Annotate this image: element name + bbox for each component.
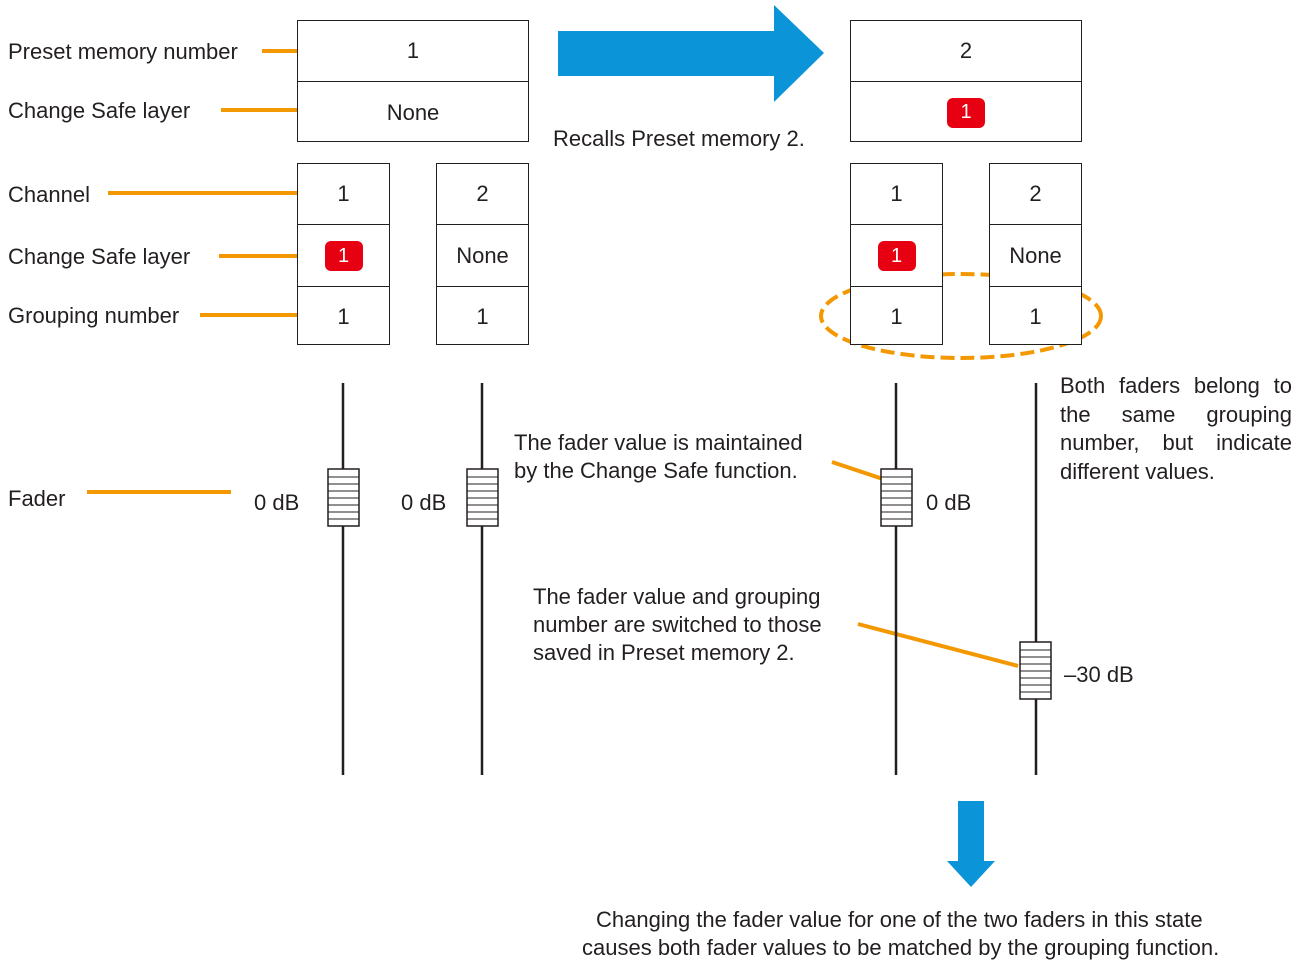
channel-change-safe: None [990, 224, 1081, 287]
preset-number-before: 1 [406, 38, 420, 63]
bottom-note-1: Changing the fader value for one of the … [596, 907, 1203, 932]
fader-value-before-2: 0 dB [401, 490, 447, 515]
label-grouping-number: Grouping number [8, 303, 180, 328]
channel-number: 2 [476, 181, 489, 206]
preset-change-safe-before: None [298, 81, 528, 143]
down-arrow-icon [947, 801, 995, 887]
note-switched-1: The fader value and grouping [533, 584, 821, 609]
preset-number-after: 2 [959, 38, 973, 63]
channel-grouping: 1 [851, 286, 942, 346]
channel-column-before-1: 1 1 1 [297, 163, 390, 345]
note-maintained-2: by the Change Safe function. [514, 458, 798, 483]
fader-value-after-2: –30 dB [1064, 662, 1134, 687]
label-channel: Channel [8, 182, 90, 207]
label-fader: Fader [8, 486, 66, 511]
channel-number: 2 [1029, 181, 1042, 206]
bottom-note-2: causes both fader values to be matched b… [582, 935, 1220, 960]
channel-column-after-1: 1 1 1 [850, 163, 943, 345]
change-safe-badge: 1 [947, 97, 985, 128]
channel-grouping: 1 [298, 286, 389, 346]
fader-knob-before-2 [466, 468, 499, 527]
channel-change-safe: 1 [851, 224, 942, 287]
note-both-1: Both faders belong to [1060, 373, 1292, 398]
note-both-3: number, but indicate [1060, 430, 1292, 455]
preset-box-after: 2 1 [850, 20, 1082, 142]
note-both-4: different values. [1060, 458, 1215, 484]
change-safe-badge: 1 [324, 241, 363, 271]
channel-number: 1 [337, 181, 350, 206]
note-both-faders: Both faders belong to the same grouping … [1060, 372, 1292, 486]
channel-grouping: 1 [437, 286, 528, 346]
channel-column-after-2: 2 None 1 [989, 163, 1082, 345]
label-preset-memory-number: Preset memory number [8, 39, 238, 64]
note-switched-2: number are switched to those [533, 612, 822, 637]
fader-knob-before-1 [327, 468, 360, 527]
change-safe-badge: 1 [877, 241, 916, 271]
fader-tracks [341, 383, 1038, 775]
fader-knob-after-1 [880, 468, 913, 527]
channel-number: 1 [890, 181, 903, 206]
label-change-safe-layer-channel: Change Safe layer [8, 244, 191, 269]
note-switched-3: saved in Preset memory 2. [533, 640, 795, 665]
label-change-safe-layer-preset: Change Safe layer [8, 98, 191, 123]
leader-lines [87, 49, 1019, 668]
preset-box-before: 1 None [297, 20, 529, 142]
fader-knob-after-2 [1019, 641, 1052, 700]
note-maintained-1: The fader value is maintained [514, 430, 803, 455]
channel-grouping: 1 [990, 286, 1081, 346]
leader-switched [857, 622, 1019, 668]
recall-caption: Recalls Preset memory 2. [553, 126, 805, 151]
channel-column-before-2: 2 None 1 [436, 163, 529, 345]
preset-change-safe-after: 1 [851, 81, 1081, 143]
fader-knobs [327, 468, 1052, 700]
grouping-highlight-ellipse [819, 272, 1103, 360]
fader-value-after-1: 0 dB [926, 490, 972, 515]
note-both-2: the same grouping [1060, 401, 1292, 427]
fader-value-before-1: 0 dB [254, 490, 300, 515]
channel-change-safe: None [437, 224, 528, 287]
recall-arrow-icon [558, 5, 824, 102]
channel-change-safe: 1 [298, 224, 389, 287]
